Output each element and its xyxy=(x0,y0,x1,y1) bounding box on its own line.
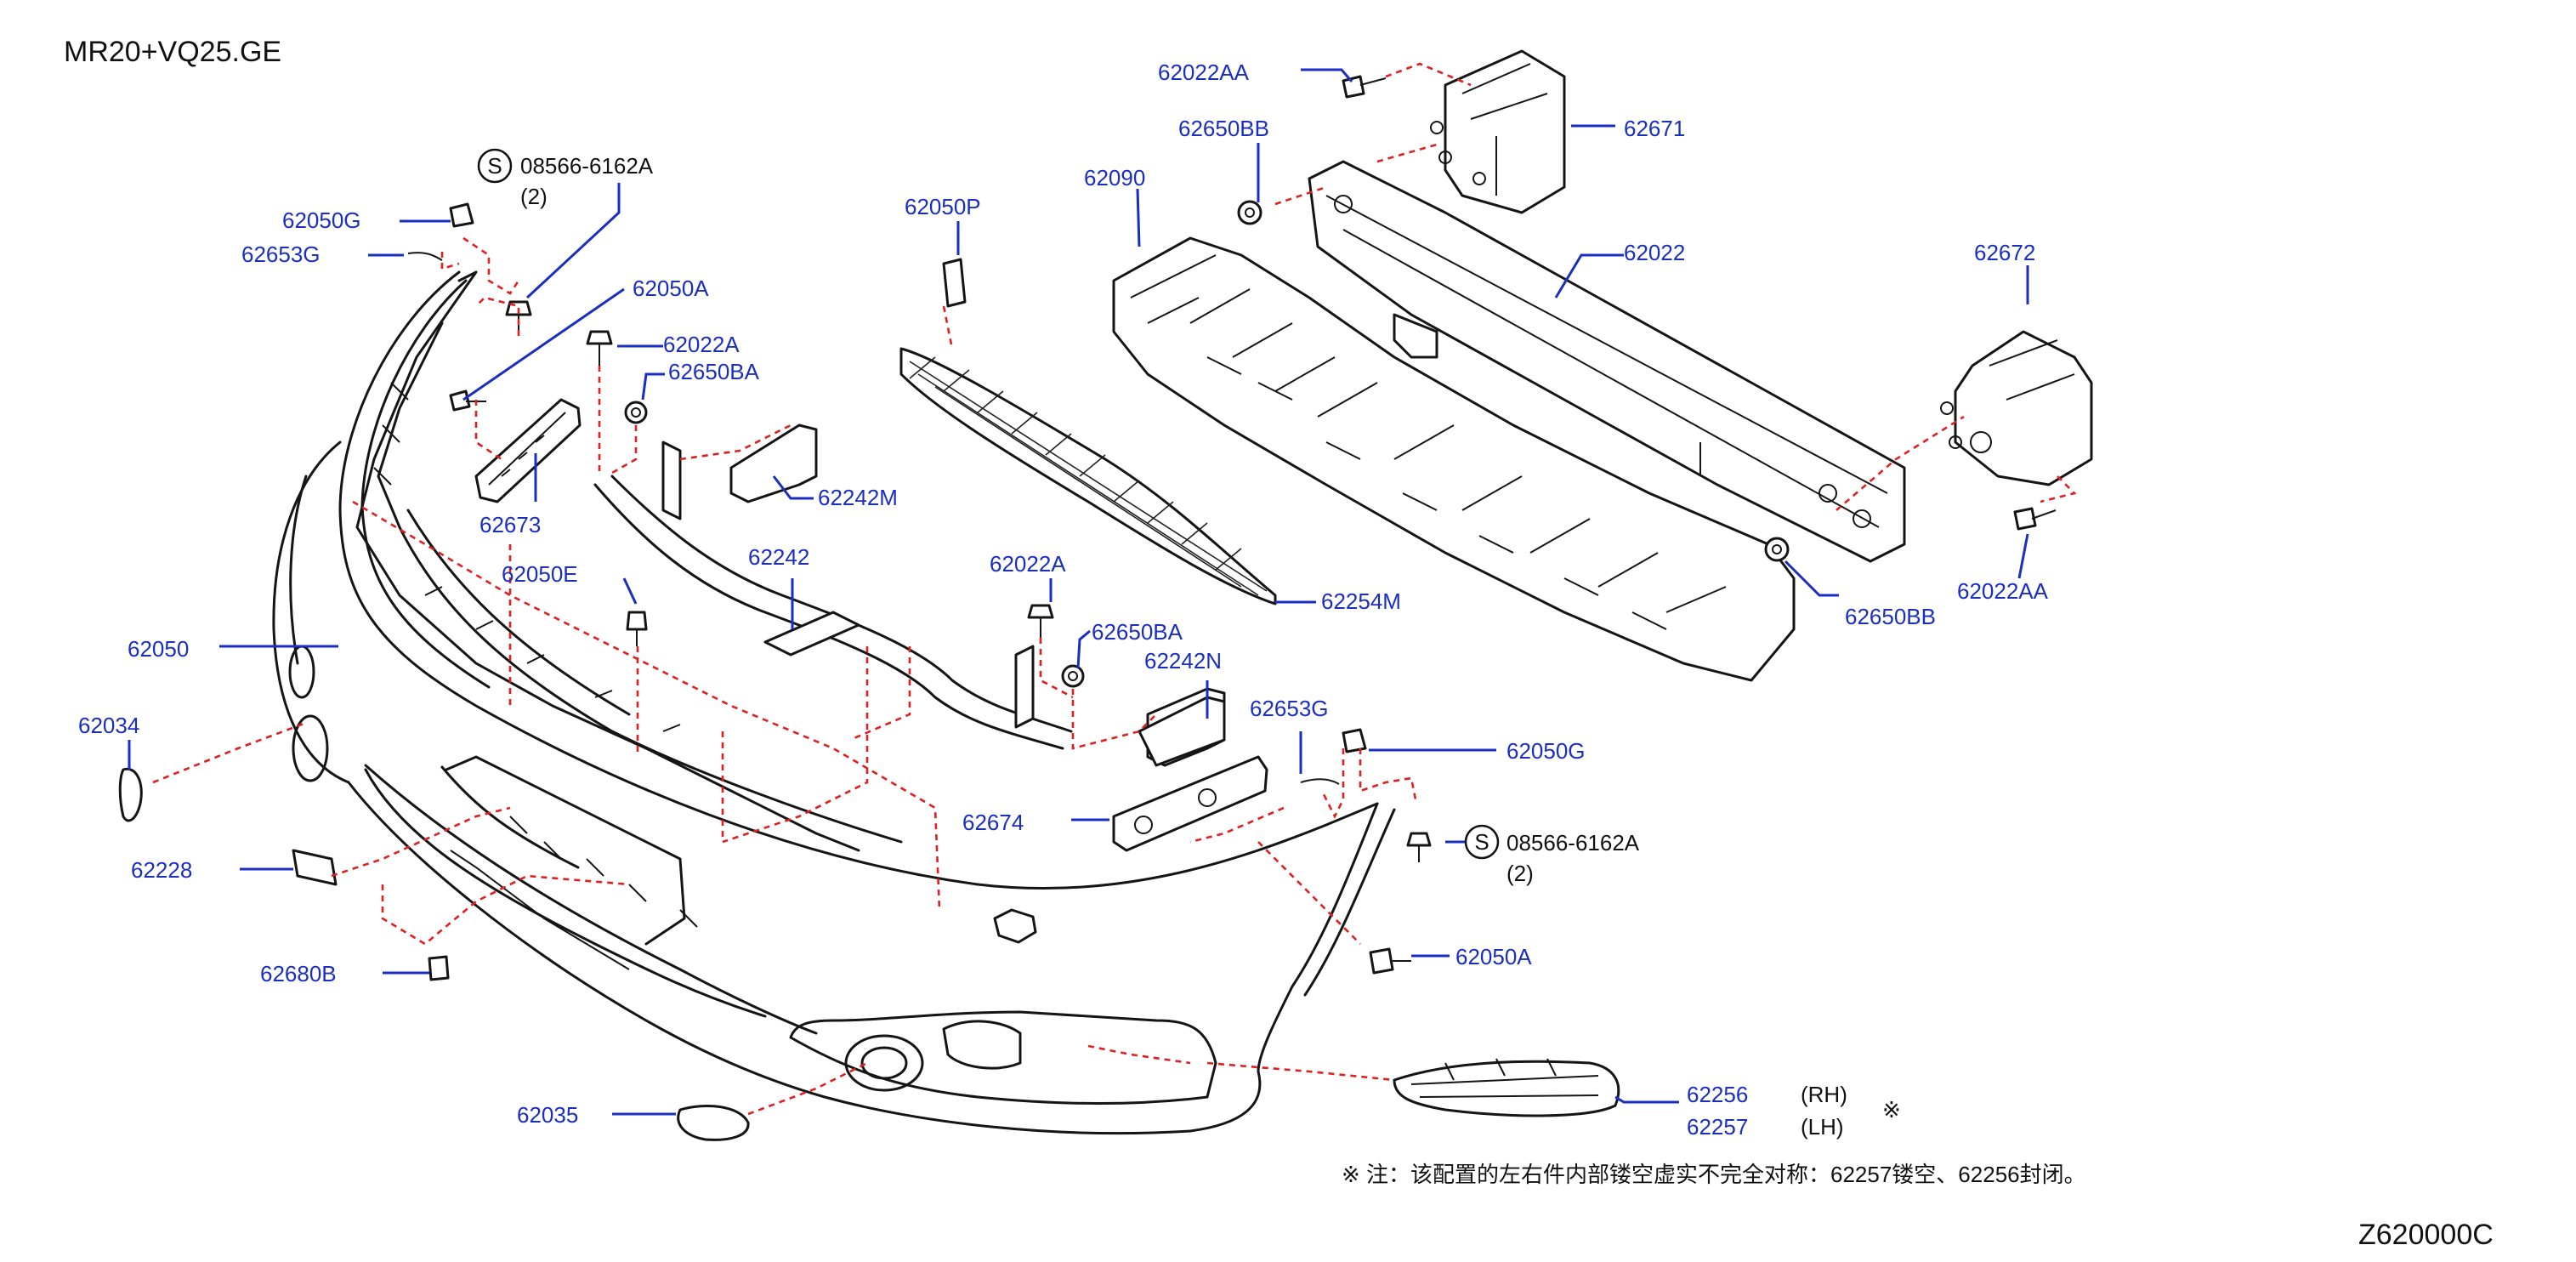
engine-code-label: MR20+VQ25.GE xyxy=(64,36,281,68)
label-62022A-mid: 62022A xyxy=(990,551,1066,577)
label-62257-side: (LH) xyxy=(1801,1114,1844,1140)
label-62671: 62671 xyxy=(1624,116,1685,141)
diagram-code: Z620000C xyxy=(2358,1219,2494,1251)
label-62022AA-top: 62022AA xyxy=(1158,60,1250,85)
leader-lines xyxy=(128,68,2029,1116)
label-62653G-right: 62653G xyxy=(1250,696,1329,721)
bumper-fascia xyxy=(272,270,1396,1135)
fog-lamp-bezel xyxy=(1393,1058,1620,1117)
label-08566-right: 08566-6162A xyxy=(1506,830,1640,856)
label-62022AA-right: 62022AA xyxy=(1957,578,2049,604)
label-62254M: 62254M xyxy=(1321,588,1401,614)
label-62672: 62672 xyxy=(1974,240,2035,265)
grille-62254M xyxy=(899,347,1277,605)
s-symbol-right: S xyxy=(1474,829,1489,855)
label-62674: 62674 xyxy=(962,810,1024,835)
label-62050: 62050 xyxy=(128,636,189,662)
label-62650BA-upper: 62650BA xyxy=(668,359,760,384)
fascia-bracket-left xyxy=(474,398,582,503)
label-62256: 62256 xyxy=(1687,1082,1748,1107)
upper-retainer-rail xyxy=(355,270,860,852)
label-62242N: 62242N xyxy=(1144,648,1222,674)
label-08566-left: 08566-6162A xyxy=(520,153,654,179)
label-62022A-upper: 62022A xyxy=(663,332,740,357)
label-62050G-right: 62050G xyxy=(1506,738,1586,764)
label-62256-side: (RH) xyxy=(1801,1082,1847,1107)
s-symbol-left-ring xyxy=(477,148,513,184)
side-bracket-62672 xyxy=(1940,330,2093,486)
s-symbol-right-ring xyxy=(1464,824,1500,860)
label-62050G-left: 62050G xyxy=(282,207,361,233)
s-symbol-left: S xyxy=(487,153,502,179)
rh-note-marker: ※ xyxy=(1882,1097,1901,1123)
symmetry-note: ※ 注：该配置的左右件内部镂空虚实不完全对称：62257镂空、62256封闭。 xyxy=(1342,1162,2086,1187)
label-62653G-left: 62653G xyxy=(241,242,321,267)
label-08566-left-qty: (2) xyxy=(520,184,548,209)
label-62680B: 62680B xyxy=(260,961,337,986)
label-62034: 62034 xyxy=(78,713,139,738)
label-62050A-upper: 62050A xyxy=(633,276,709,301)
label-62050E: 62050E xyxy=(502,561,578,587)
label-08566-right-qty: (2) xyxy=(1506,861,1534,886)
label-62035: 62035 xyxy=(517,1102,578,1128)
label-62673: 62673 xyxy=(479,512,541,537)
label-62242: 62242 xyxy=(748,544,809,570)
label-62228: 62228 xyxy=(131,857,192,883)
label-62090: 62090 xyxy=(1084,165,1145,190)
label-62050P: 62050P xyxy=(905,194,981,219)
reinforcement-62022 xyxy=(1308,160,1906,563)
label-62650BB-right: 62650BB xyxy=(1845,604,1936,629)
fascia-bracket-right xyxy=(1112,755,1268,852)
dashed-guides xyxy=(152,62,2077,1116)
energy-absorber-62090 xyxy=(1112,236,1796,682)
label-62650BA-mid: 62650BA xyxy=(1092,619,1183,645)
label-62257: 62257 xyxy=(1687,1114,1748,1140)
small-parts xyxy=(118,75,2057,1141)
label-62050A-lower: 62050A xyxy=(1455,944,1532,969)
label-62022: 62022 xyxy=(1624,240,1685,265)
label-62242M: 62242M xyxy=(818,485,898,510)
side-bracket-62671 xyxy=(1430,49,1566,214)
label-62650BB-top: 62650BB xyxy=(1178,116,1269,141)
